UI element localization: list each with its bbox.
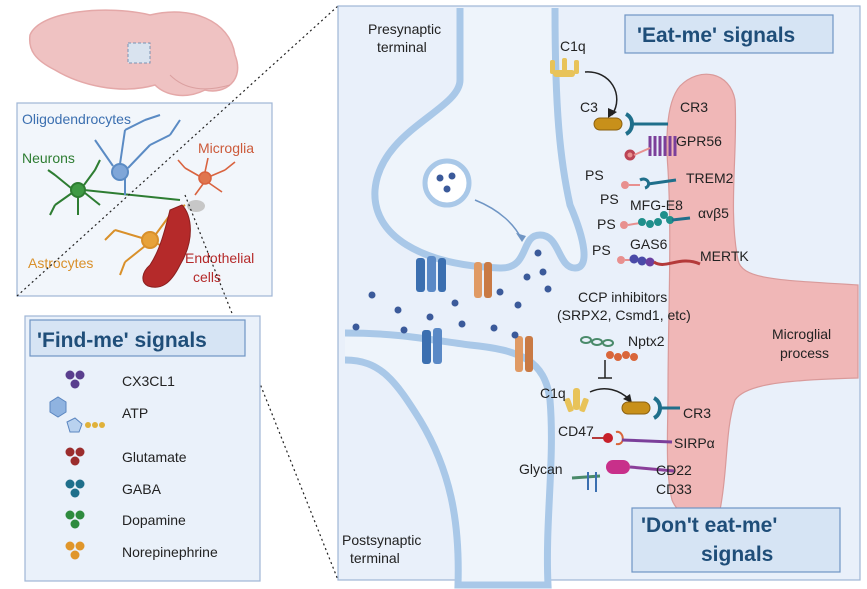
find-me-title-box <box>29 319 246 357</box>
glycan-cd22-cd33-icon <box>571 460 675 492</box>
mfge8-label: MFG-E8 <box>630 197 683 213</box>
c3-cr3-bottom-icon <box>621 396 680 420</box>
oligodendrocyte-drawing <box>94 114 181 195</box>
channel-orange-bottom <box>515 336 533 372</box>
dont-eat-me-title-box <box>631 507 841 573</box>
ps-label: PS <box>597 216 616 232</box>
neuron-drawing <box>47 159 181 216</box>
cx3cl1-icon <box>65 370 85 389</box>
presynaptic-label-2: terminal <box>377 39 427 55</box>
microglial-process <box>666 73 859 522</box>
inhibition-line <box>598 360 612 379</box>
trem2-label: TREM2 <box>686 170 734 186</box>
eat-me-title: 'Eat-me' signals <box>637 24 795 47</box>
channel-blue-bottom <box>422 328 442 364</box>
gaba-icon <box>65 479 85 498</box>
microglia-drawing <box>177 157 236 196</box>
mertk-label: MERTK <box>700 248 749 264</box>
microglial-label: Microglial <box>772 326 831 342</box>
cr3-bottom-label: CR3 <box>683 405 711 421</box>
gpr56-icon <box>624 136 677 161</box>
endothelial-vessel-drawing <box>142 200 205 288</box>
cd33-label: CD33 <box>656 481 692 497</box>
channel-orange-top <box>474 262 492 298</box>
norepinephrine-icon <box>65 541 85 560</box>
label-endothelial: Endothelial <box>185 250 254 266</box>
c1q-top-label: C1q <box>560 38 586 54</box>
ccp-inhibitors-label: CCP inhibitors <box>578 289 667 305</box>
channel-blue-top <box>416 256 446 292</box>
gas6-label: GAS6 <box>630 236 668 252</box>
find-me-item-label: Glutamate <box>122 449 187 465</box>
presynaptic-membrane <box>371 7 588 272</box>
gas6-mertk-icon <box>617 254 701 267</box>
brain-illustration <box>28 9 239 97</box>
trem2-icon <box>621 177 677 190</box>
ccp-inhibitor-icon <box>580 336 614 347</box>
glycan-label: Glycan <box>519 461 563 477</box>
dont-eat-me-title-1: 'Don't eat-me' <box>641 514 777 537</box>
ps-label: PS <box>592 242 611 258</box>
label-microglia: Microglia <box>198 140 254 156</box>
neurotransmitters <box>352 249 552 339</box>
label-endothelial-cells: cells <box>193 269 221 285</box>
glutamate-icon <box>65 447 85 466</box>
find-me-icons <box>49 370 105 560</box>
find-me-item-label: ATP <box>122 405 148 421</box>
sirpa-label: SIRPα <box>674 435 715 451</box>
zoom-lines <box>16 5 339 581</box>
gpr56-label: GPR56 <box>676 133 722 149</box>
dont-eat-me-title-2: signals <box>701 543 773 566</box>
find-me-panel <box>24 315 261 582</box>
nptx2-icon <box>606 351 638 361</box>
postsynaptic-label: Postsynaptic <box>342 532 421 548</box>
synaptic-vesicle <box>422 158 472 208</box>
mfge8-avb5-icon <box>620 211 691 229</box>
cd22-label: CD22 <box>656 462 692 478</box>
c1q-bottom-label: C1q <box>540 385 566 401</box>
ccp-inhibitors-examples: (SRPX2, Csmd1, etc) <box>557 307 691 323</box>
postsynaptic-label-2: terminal <box>350 550 400 566</box>
ps-label: PS <box>600 191 619 207</box>
find-me-item-label: GABA <box>122 481 162 497</box>
label-neurons: Neurons <box>22 150 75 166</box>
eat-me-title-box <box>624 14 834 54</box>
brain-region-box <box>127 42 151 64</box>
avb5-label: αvβ5 <box>698 205 729 221</box>
find-me-title: 'Find-me' signals <box>37 329 207 352</box>
presynaptic-label: Presynaptic <box>368 21 441 37</box>
cr3-top-label: CR3 <box>680 99 708 115</box>
find-me-item-label: Dopamine <box>122 512 186 528</box>
dopamine-icon <box>65 510 85 529</box>
c1q-c3-arrow <box>584 71 618 116</box>
c1q-bottom-icon <box>564 388 589 413</box>
atp-icon <box>49 396 105 433</box>
microglial-label-2: process <box>780 345 829 361</box>
cell-overview-panel <box>16 102 273 297</box>
find-me-item-label: Norepinephrine <box>122 544 218 560</box>
c1q-top-icon <box>550 58 579 77</box>
find-me-item-label: CX3CL1 <box>122 373 175 389</box>
nptx2-label: Nptx2 <box>628 333 665 349</box>
label-oligodendrocytes: Oligodendrocytes <box>22 111 131 127</box>
cd47-label: CD47 <box>558 423 594 439</box>
c3-cr3-top-icon <box>593 112 668 136</box>
c3-top-label: C3 <box>580 99 598 115</box>
postsynaptic-membrane <box>344 329 555 589</box>
label-astrocytes: Astrocytes <box>28 255 93 271</box>
cd47-sirpa-icon <box>592 430 673 446</box>
ps-label: PS <box>585 167 604 183</box>
